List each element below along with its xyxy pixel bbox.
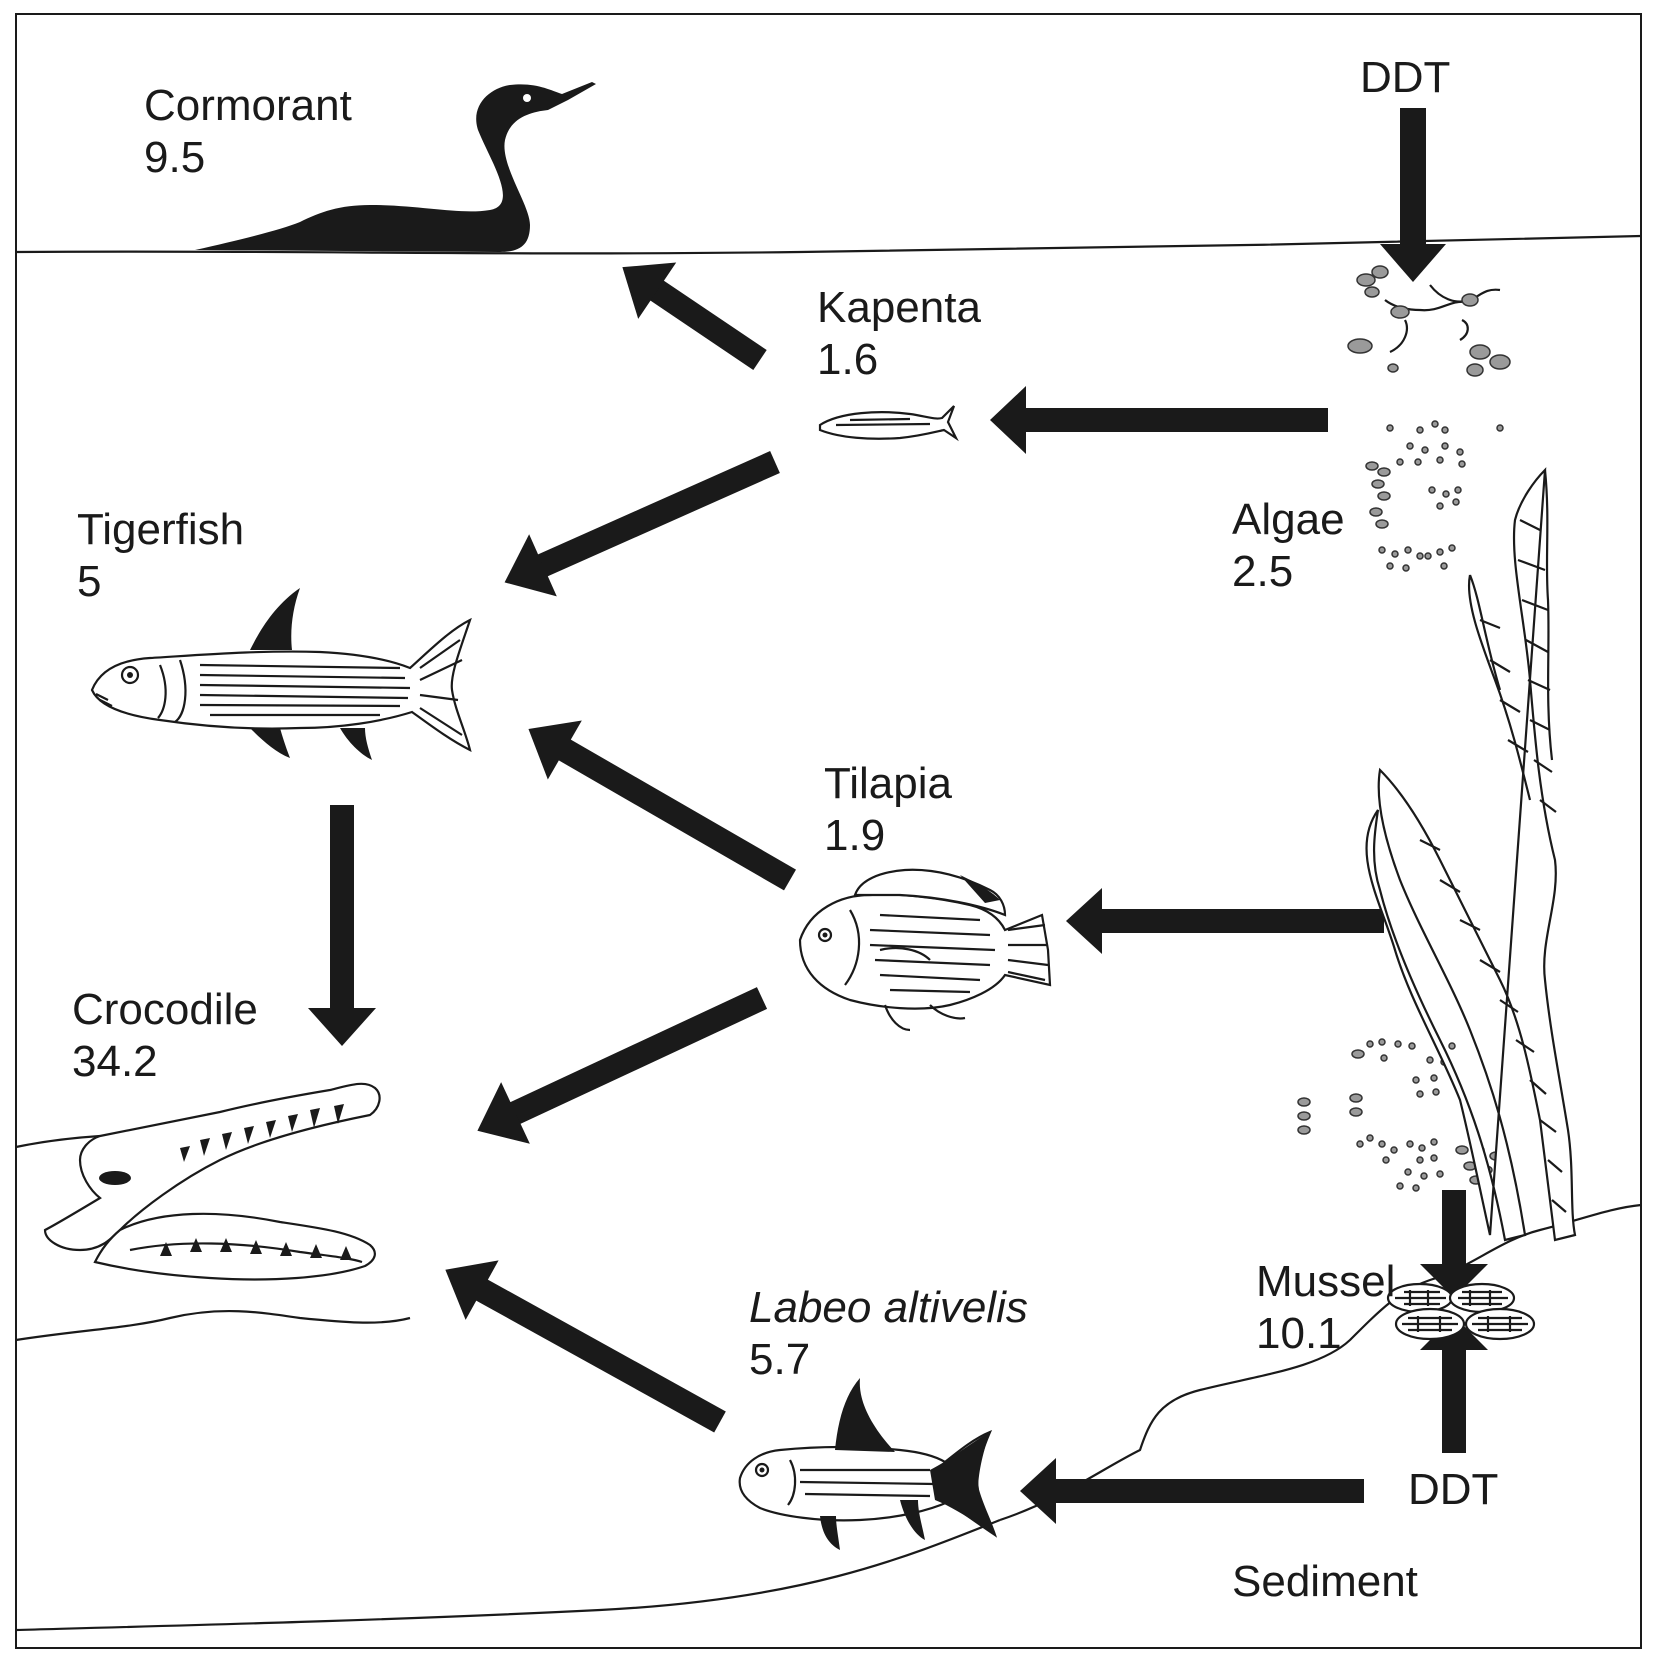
arrow-kapenta-to-tigerfish [504, 451, 780, 597]
arrow-algae-to-kapenta [990, 386, 1328, 454]
algae-label: Algae 2.5 [1232, 494, 1345, 598]
sediment-lower-line [15, 1518, 1001, 1632]
mussel-drawing [1386, 1282, 1536, 1341]
arrow-plant-to-tilapia [1066, 888, 1384, 954]
tilapia-value: 1.9 [824, 811, 886, 860]
tilapia-drawing [798, 868, 1052, 1032]
crocodile-label: Crocodile 34.2 [72, 984, 258, 1088]
arrow-labeo-to-crocodile [445, 1260, 726, 1433]
ddt-top-label: DDT [1360, 53, 1451, 102]
cormorant-name: Cormorant [144, 81, 352, 130]
arrow-ddt-to-algae [1380, 108, 1446, 282]
mussel-value: 10.1 [1256, 1309, 1342, 1358]
ddt-bottom-label: DDT [1408, 1465, 1499, 1514]
arrow-sediment-ddt-to-labeo [1020, 1458, 1364, 1524]
cormorant-drawing [195, 82, 596, 252]
kapenta-name: Kapenta [817, 283, 981, 332]
mussel-name: Mussel [1256, 1257, 1396, 1306]
labeo-value: 5.7 [749, 1335, 811, 1384]
mussel-label: Mussel 10.1 [1256, 1256, 1395, 1360]
tigerfish-drawing [90, 588, 472, 760]
kapenta-drawing [818, 405, 959, 442]
crocodile-value: 34.2 [72, 1037, 158, 1086]
algae-name: Algae [1232, 495, 1345, 544]
tilapia-name: Tilapia [824, 759, 952, 808]
diagram-frame [15, 13, 1642, 1649]
water-surface-line [15, 234, 1642, 255]
arrow-algae-to-mussel [1420, 1190, 1488, 1298]
cormorant-value: 9.5 [144, 133, 206, 182]
tigerfish-value: 5 [77, 557, 102, 606]
crocodile-drawing [43, 1082, 381, 1281]
algae-cluster-middle [1365, 420, 1504, 572]
labeo-label: Labeo altivelis 5.7 [749, 1282, 1028, 1386]
left-bank-line [15, 1134, 411, 1342]
labeo-name: Labeo altivelis [749, 1283, 1028, 1332]
tigerfish-label: Tigerfish 5 [77, 504, 244, 608]
arrow-kapenta-to-cormorant [622, 262, 767, 370]
algae-value: 2.5 [1232, 547, 1294, 596]
arrow-tigerfish-to-crocodile [308, 805, 376, 1046]
algae-cluster-top [1347, 265, 1511, 377]
labeo-drawing [738, 1378, 998, 1550]
arrow-tilapia-to-tigerfish [528, 720, 796, 891]
water-plant-drawing [1365, 467, 1577, 1242]
kapenta-value: 1.6 [817, 335, 879, 384]
tigerfish-name: Tigerfish [77, 505, 245, 554]
kapenta-label: Kapenta 1.6 [817, 282, 981, 386]
sediment-boundary-line [999, 1203, 1642, 1522]
crocodile-name: Crocodile [72, 985, 258, 1034]
arrow-tilapia-to-crocodile [477, 987, 768, 1144]
sediment-label: Sediment [1232, 1557, 1418, 1606]
tilapia-label: Tilapia 1.9 [824, 758, 952, 862]
cormorant-label: Cormorant 9.5 [144, 80, 352, 184]
